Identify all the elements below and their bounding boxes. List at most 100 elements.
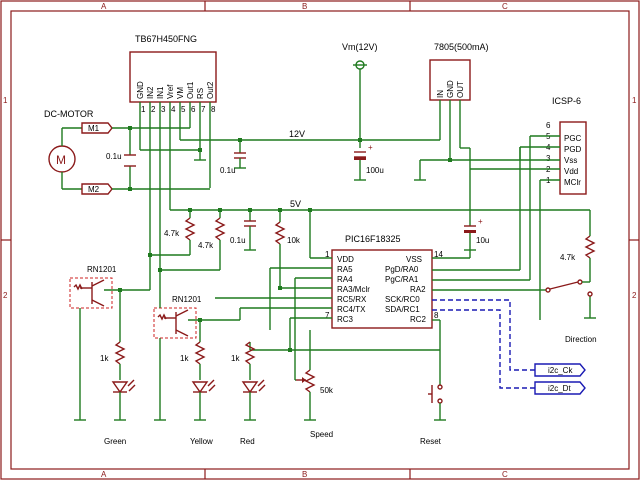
icsp-name: ICSP-6 <box>552 96 581 106</box>
motor-m-glyph: M <box>56 153 66 167</box>
icsp-pin-vss: Vss <box>564 156 577 165</box>
pullup-r1-value: 4.7k <box>164 229 180 238</box>
driver-pin-num-8: 8 <box>211 105 216 114</box>
led-green-resistor-value: 1k <box>100 354 109 363</box>
led-yellow: 1k Yellow <box>180 341 216 446</box>
driver-cap-value: 0.1u <box>220 166 236 175</box>
transistor-q2-name: RN1201 <box>172 295 202 304</box>
regulator-pin-in: IN <box>436 90 445 98</box>
mcu-pin-ra4: RA4 <box>337 275 353 284</box>
i2c-bus: i2c_Ck i2c_Dt <box>432 299 586 395</box>
mcu-pin-ra3: RA3/Mclr <box>337 285 370 294</box>
mcu-name: PIC16F18325 <box>345 234 401 244</box>
mcu-pin-rc3: RC3 <box>337 315 354 324</box>
mcu-pin-rc4: RC4/TX <box>337 305 366 314</box>
bulk-cap-10u-value: 10u <box>476 236 489 245</box>
driver-wiring <box>139 102 211 285</box>
motor-driver-ic: TB67H450FNG GND IN2 IN1 Vref VM Out1 RS … <box>129 34 217 114</box>
speed-pot-value: 50k <box>320 386 334 395</box>
reset-button: Reset <box>420 384 446 446</box>
direction-switch: 4.7k Direction <box>540 235 597 344</box>
mclr-pullup-value: 10k <box>287 236 301 245</box>
mcu-pin-vss: VSS <box>406 255 422 264</box>
frame-row-1-right: 1 <box>632 96 637 105</box>
mcu-pin-rc2: RC2 <box>410 315 427 324</box>
driver-pin-num-6: 6 <box>191 105 196 114</box>
mcu-pin-ra5: RA5 <box>337 265 353 274</box>
supply-12v: Vm(12V) 12V 0.1u + 100u <box>180 42 440 181</box>
transistor-q2: RN1201 <box>153 270 241 421</box>
led-red-label: Red <box>240 437 255 446</box>
i2c-dt-label: i2c_Dt <box>548 384 571 393</box>
driver-pin-num-7: 7 <box>201 105 206 114</box>
mcu-ic: PIC16F18325 VDD RA5 RA4 RA3/Mclr RC5/RX … <box>215 210 540 385</box>
led-green-label: Green <box>104 437 126 446</box>
mcu-cap-value: 0.1u <box>230 236 246 245</box>
frame-col-c-bottom: C <box>502 470 508 479</box>
driver-pin-rs: RS <box>196 88 205 99</box>
svg-text:+: + <box>478 217 483 226</box>
motor-driver-name: TB67H450FNG <box>135 34 197 44</box>
driver-pin-out2: Out2 <box>206 81 215 99</box>
icsp-pin-num-6: 6 <box>546 121 551 130</box>
regulator-pin-out: OUT <box>456 81 465 98</box>
i2c-ck-label: i2c_Ck <box>548 366 573 375</box>
frame-row-2-left: 2 <box>3 291 8 300</box>
mcu-pin-rc1: SDA/RC1 <box>385 305 420 314</box>
rail-5v-label: 5V <box>290 199 301 209</box>
driver-pin-out1: Out1 <box>186 81 195 99</box>
led-green: 1k Green <box>100 341 136 446</box>
driver-pin-num-5: 5 <box>181 105 186 114</box>
vm-label: Vm(12V) <box>342 42 378 52</box>
mcu-pin-ra1: PgC/RA1 <box>385 275 419 284</box>
ground-wires <box>288 147 521 352</box>
regulator-name: 7805(500mA) <box>434 42 489 52</box>
driver-pin-num-1: 1 <box>141 105 146 114</box>
frame-col-b-bottom: B <box>302 470 307 479</box>
mcu-pin-num-7: 7 <box>325 311 330 320</box>
frame-row-1-left: 1 <box>3 96 8 105</box>
pullup-r2-value: 4.7k <box>198 241 214 250</box>
driver-pin-num-3: 3 <box>161 105 166 114</box>
mcu-pin-vdd: VDD <box>337 255 354 264</box>
frame-col-a-top: A <box>101 2 107 11</box>
motor-cap-value: 0.1u <box>106 152 122 161</box>
svg-text:+: + <box>368 143 373 152</box>
frame-col-a-bottom: A <box>101 470 107 479</box>
led-yellow-label: Yellow <box>190 437 213 446</box>
driver-pin-gnd: GND <box>136 81 145 99</box>
icsp-pin-mclr: MClr <box>564 178 581 187</box>
motor-terminal-m2: M2 <box>88 185 100 194</box>
mcu-pin-ra0: PgD/RA0 <box>385 265 419 274</box>
led-red-resistor-value: 1k <box>231 354 240 363</box>
icsp-pin-num-3: 3 <box>546 154 551 163</box>
mclr-pullup: 10k <box>274 210 301 288</box>
dc-motor: DC-MOTOR M M1 M2 0.1u <box>44 109 210 195</box>
mcu-pin-num-1: 1 <box>325 250 330 259</box>
driver-pin-vref: Vref <box>166 84 175 99</box>
speed-potentiometer: 50k Speed <box>295 330 334 439</box>
led-red: 1k Red <box>231 341 266 446</box>
regulator-7805: 7805(500mA) IN GND OUT <box>414 42 520 222</box>
bulk-cap-100u-value: 100u <box>366 166 384 175</box>
regulator-pin-gnd: GND <box>446 80 455 98</box>
mcu-pin-num-14: 14 <box>434 250 443 259</box>
icsp-pin-vdd: Vdd <box>564 167 578 176</box>
motor-label: DC-MOTOR <box>44 109 94 119</box>
driver-pin-num-2: 2 <box>151 105 156 114</box>
motor-terminal-m1: M1 <box>88 124 100 133</box>
pullup-resistors: 4.7k 4.7k <box>148 210 226 272</box>
rail-12v-label: 12V <box>289 129 305 139</box>
driver-pin-in1: IN1 <box>156 86 165 99</box>
icsp-connector: ICSP-6 6 5 4 3 2 1 PGC PGD Vss Vdd MClr <box>470 96 587 320</box>
mcu-pin-num-8: 8 <box>434 311 439 320</box>
direction-label: Direction <box>565 335 597 344</box>
speed-label: Speed <box>310 430 333 439</box>
driver-pin-vm: VM <box>176 87 185 99</box>
icsp-pin-pgd: PGD <box>564 145 582 154</box>
frame-col-c-top: C <box>502 2 508 11</box>
frame-row-2-right: 2 <box>632 291 637 300</box>
transistor-q1-name: RN1201 <box>87 265 117 274</box>
